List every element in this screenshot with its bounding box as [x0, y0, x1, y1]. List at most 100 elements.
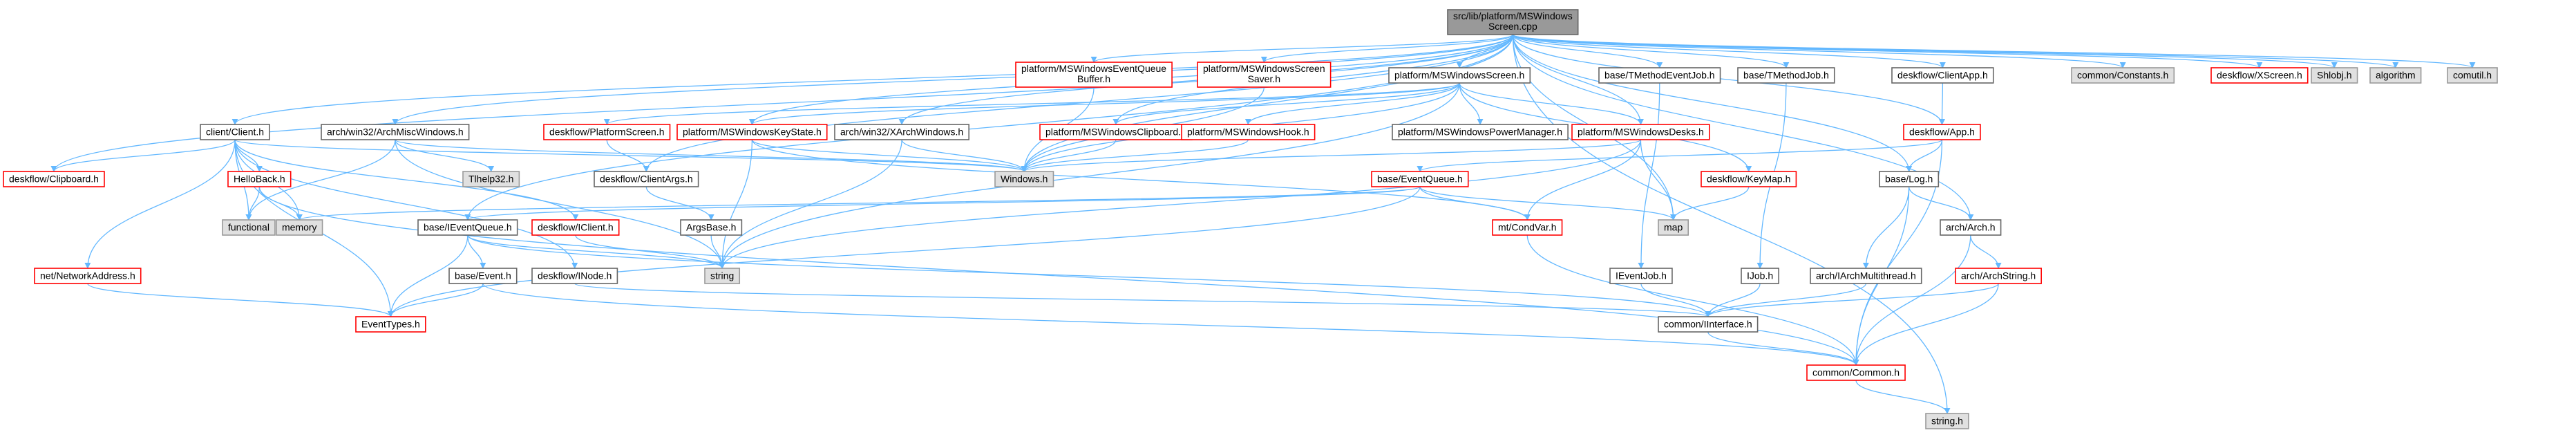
- node-eventtypes[interactable]: EventTypes.h: [355, 316, 426, 333]
- node-hook[interactable]: platform/MSWindowsHook.h: [1181, 124, 1316, 140]
- node-log[interactable]: base/Log.h: [1879, 171, 1940, 187]
- edge-root-to-client: [231, 34, 1513, 125]
- node-comutil[interactable]: comutil.h: [2447, 67, 2498, 84]
- node-ieventjob[interactable]: IEventJob.h: [1609, 268, 1673, 284]
- node-label: Saver.h: [1248, 73, 1280, 84]
- node-clientapp[interactable]: deskflow/ClientApp.h: [1891, 67, 1994, 84]
- node-box: [1806, 364, 1906, 381]
- node-shlobj[interactable]: Shlobj.h: [2311, 67, 2358, 84]
- node-tmej[interactable]: base/TMethodEventJob.h: [1598, 67, 1721, 84]
- edge-log-to-iarchmt: [1862, 186, 1910, 269]
- node-event[interactable]: base/Event.h: [448, 268, 518, 284]
- node-ijob[interactable]: IJob.h: [1741, 268, 1779, 284]
- edge-keystate-to-windows: [751, 139, 1027, 172]
- node-screen[interactable]: platform/MSWindowsScreen.h: [1388, 67, 1531, 84]
- node-box: [2071, 67, 2175, 84]
- node-netaddr[interactable]: net/NetworkAddress.h: [34, 268, 142, 284]
- node-powermgr[interactable]: platform/MSWindowsPowerManager.h: [1392, 124, 1569, 140]
- edge-root-to-eqb: [1090, 34, 1513, 63]
- edge-hook-to-windows: [1021, 139, 1249, 172]
- node-label: platform/MSWindowsKeyState.h: [683, 127, 822, 138]
- edge-desks-to-windows: [1021, 139, 1642, 172]
- node-helloback[interactable]: HelloBack.h: [227, 171, 292, 187]
- node-box: [1598, 67, 1721, 84]
- node-box: [531, 268, 618, 284]
- edge-ieventqueue-to-string: [467, 234, 726, 269]
- edge-app-to-log: [1906, 139, 1943, 172]
- node-root[interactable]: src/lib/platform/MSWindowsScreen.cpp: [1447, 9, 1579, 35]
- node-box: [3, 171, 105, 187]
- node-keystate[interactable]: platform/MSWindowsKeyState.h: [676, 124, 828, 140]
- edge-screen-to-platscreen: [604, 82, 1460, 125]
- node-app[interactable]: deskflow/App.h: [1903, 124, 1981, 140]
- node-archstring[interactable]: arch/ArchString.h: [1955, 268, 2042, 284]
- node-iinterface[interactable]: common/IInterface.h: [1658, 316, 1759, 333]
- node-keymap[interactable]: deskflow/KeyMap.h: [1701, 171, 1797, 187]
- node-condvar[interactable]: mt/CondVar.h: [1492, 219, 1563, 236]
- node-ieventqueue[interactable]: base/IEventQueue.h: [417, 219, 518, 236]
- node-label: arch/IArchMultithread.h: [1816, 270, 1916, 281]
- node-common[interactable]: common/Common.h: [1806, 364, 1906, 381]
- node-clipboard[interactable]: deskflow/Clipboard.h: [3, 171, 105, 187]
- node-inode[interactable]: deskflow/INode.h: [531, 268, 618, 284]
- node-label: deskflow/Clipboard.h: [9, 174, 99, 185]
- node-box: [1492, 219, 1563, 236]
- node-stringh[interactable]: string.h: [1925, 413, 1969, 429]
- node-consts[interactable]: common/Constants.h: [2071, 67, 2175, 84]
- node-memory[interactable]: memory: [276, 219, 323, 236]
- node-archmisc[interactable]: arch/win32/ArchMiscWindows.h: [321, 124, 470, 140]
- node-box: [680, 219, 743, 236]
- node-label: platform/MSWindowsClipboard.h: [1045, 127, 1186, 138]
- node-argsbase[interactable]: ArgsBase.h: [680, 219, 743, 236]
- node-label: deskflow/ClientArgs.h: [600, 174, 693, 185]
- node-platscreen[interactable]: deskflow/PlatformScreen.h: [543, 124, 671, 140]
- node-box: [1737, 67, 1835, 84]
- edge-archstring-to-common: [1853, 283, 1999, 366]
- node-iarchmt[interactable]: arch/IArchMultithread.h: [1810, 268, 1922, 284]
- node-eventqueue[interactable]: base/EventQueue.h: [1371, 171, 1469, 187]
- edge-archmisc-to-tlhelp: [395, 139, 495, 172]
- node-clipboardw[interactable]: platform/MSWindowsClipboard.h: [1039, 124, 1193, 140]
- node-functional[interactable]: functional: [222, 219, 276, 236]
- node-algorithm[interactable]: algorithm: [2369, 67, 2422, 84]
- node-label: arch/win32/ArchMiscWindows.h: [327, 127, 464, 138]
- edge-client-to-iclient: [234, 139, 579, 221]
- node-label: algorithm: [2376, 70, 2416, 81]
- node-xscreen[interactable]: deskflow/XScreen.h: [2210, 67, 2309, 84]
- node-box: [321, 124, 470, 140]
- node-xarch[interactable]: arch/win32/XArchWindows.h: [834, 124, 969, 140]
- node-box: [1810, 268, 1922, 284]
- edge-client-to-clipboard: [50, 139, 236, 172]
- node-box: [1879, 171, 1940, 187]
- node-label: arch/ArchString.h: [1961, 270, 2036, 281]
- edge-root-to-clientargs: [643, 34, 1513, 172]
- edge-archstring-to-iinterface: [1705, 283, 1999, 317]
- node-box: [2311, 67, 2358, 84]
- node-string[interactable]: string: [704, 268, 741, 284]
- edge-common-to-stringh: [1855, 380, 1951, 414]
- node-client[interactable]: client/Client.h: [200, 124, 270, 140]
- node-box: [417, 219, 518, 236]
- edge-layer: [50, 34, 2476, 414]
- node-iclient[interactable]: deskflow/IClient.h: [531, 219, 620, 236]
- edge-root-to-archmisc: [392, 34, 1513, 125]
- node-windows[interactable]: Windows.h: [994, 171, 1054, 187]
- node-tmj[interactable]: base/TMethodJob.h: [1737, 67, 1835, 84]
- edge-ieventqueue-to-iinterface: [467, 234, 1712, 317]
- node-clientargs[interactable]: deskflow/ClientArgs.h: [594, 171, 699, 187]
- node-label: arch/win32/XArchWindows.h: [840, 127, 963, 138]
- node-label: platform/MSWindowsEventQueue: [1021, 63, 1166, 74]
- edge-iarchmt-to-iinterface: [1705, 283, 1867, 317]
- node-label: src/lib/platform/MSWindows: [1453, 10, 1573, 21]
- node-label: platform/MSWindowsDesks.h: [1578, 127, 1704, 138]
- node-box: [2369, 67, 2422, 84]
- node-label: base/Log.h: [1885, 174, 1933, 185]
- node-tlhelp[interactable]: Tlhelp32.h: [462, 171, 520, 187]
- node-arch[interactable]: arch/Arch.h: [1940, 219, 2002, 236]
- edge-root-to-clientapp: [1512, 34, 1946, 68]
- node-layer: src/lib/platform/MSWindowsScreen.cpp plat…: [3, 9, 2498, 429]
- node-map[interactable]: map: [1658, 219, 1689, 236]
- node-desks[interactable]: platform/MSWindowsDesks.h: [1571, 124, 1710, 140]
